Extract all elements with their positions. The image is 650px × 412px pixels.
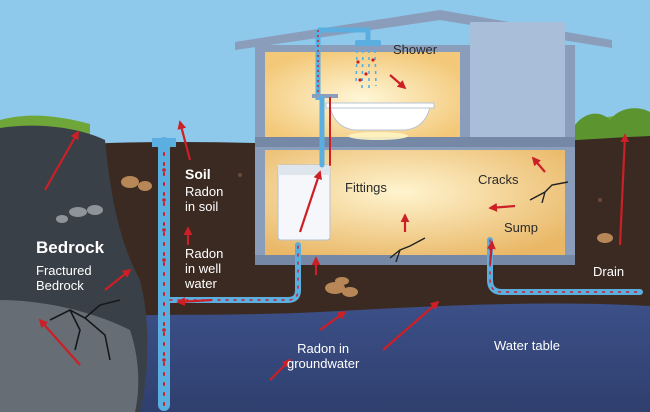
label-soil-title: Soil	[185, 166, 211, 182]
label-water-table: Water table	[494, 338, 560, 353]
bathtub	[325, 102, 435, 140]
bushes-right	[575, 108, 650, 140]
label-fractured-bedrock: Fractured Bedrock	[36, 263, 92, 293]
label-drain: Drain	[593, 264, 625, 279]
label-shower: Shower	[393, 42, 438, 57]
label-fittings: Fittings	[345, 180, 387, 195]
bedrock-lower-shade	[0, 300, 139, 412]
label-radon-in-soil: Radon in soil	[185, 184, 224, 214]
bedrock-fractures	[49, 299, 121, 361]
label-radon-in-well-water: Radon in well water	[185, 246, 224, 291]
label-bedrock-title: Bedrock	[36, 238, 105, 257]
label-radon-in-groundwater: Radon in groundwater	[287, 341, 360, 371]
soil-pebbles	[121, 176, 613, 297]
water-heater	[277, 164, 331, 241]
cracks	[389, 181, 569, 263]
well-radon-dots	[162, 168, 166, 362]
label-cracks: Cracks	[478, 172, 519, 187]
pebbles-bedrock	[56, 205, 103, 223]
label-sump: Sump	[504, 220, 538, 235]
radon-arrows	[38, 74, 630, 381]
shower	[312, 27, 381, 100]
